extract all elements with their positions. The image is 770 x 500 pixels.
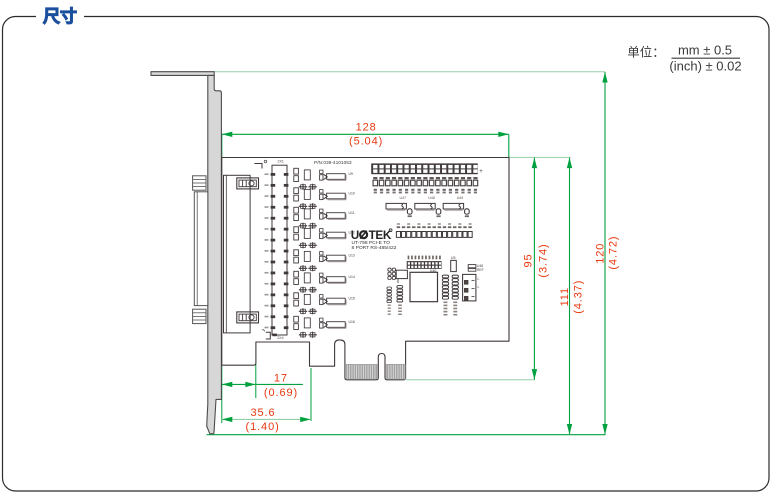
svg-text:95: 95 xyxy=(522,253,534,267)
svg-text:111: 111 xyxy=(559,287,571,306)
svg-text:P/N:039-4101053: P/N:039-4101053 xyxy=(314,160,352,166)
svg-text:(0.69): (0.69) xyxy=(264,387,298,399)
svg-text:8 PORT RS-485/422: 8 PORT RS-485/422 xyxy=(352,245,397,251)
svg-text:U10: U10 xyxy=(349,192,355,196)
svg-text:U5: U5 xyxy=(451,256,456,260)
svg-text:35.6: 35.6 xyxy=(250,407,275,419)
svg-text:+: + xyxy=(479,169,483,175)
svg-text:TEK: TEK xyxy=(369,228,392,242)
svg-text:2X1: 2X1 xyxy=(278,160,284,164)
svg-text:单位：: 单位： xyxy=(627,45,665,60)
svg-text:U15: U15 xyxy=(349,297,355,301)
svg-text:U: U xyxy=(351,228,360,242)
svg-text:(inch) ± 0.02: (inch) ± 0.02 xyxy=(669,59,741,74)
svg-text:17: 17 xyxy=(274,372,288,384)
svg-text:L: L xyxy=(478,277,480,281)
svg-text:U48: U48 xyxy=(428,196,435,200)
svg-text:U11: U11 xyxy=(349,211,355,215)
svg-text:U46: U46 xyxy=(430,269,437,273)
svg-text:128: 128 xyxy=(356,122,377,134)
svg-text:U9: U9 xyxy=(349,172,353,176)
svg-text:U14: U14 xyxy=(349,275,355,279)
svg-text:U12: U12 xyxy=(349,231,355,235)
svg-text:U49: U49 xyxy=(457,196,464,200)
svg-text:mm ± 0.5: mm ± 0.5 xyxy=(678,43,732,58)
svg-text:L: L xyxy=(478,285,480,289)
svg-text:(1.40): (1.40) xyxy=(246,421,280,433)
svg-text:UT-798 PCI-E TO: UT-798 PCI-E TO xyxy=(352,240,391,246)
svg-text:U47: U47 xyxy=(400,196,407,200)
svg-text:(4.72): (4.72) xyxy=(608,236,620,270)
svg-text:REF: REF xyxy=(477,268,484,272)
svg-text:(5.04): (5.04) xyxy=(349,135,383,147)
svg-text:(4.37): (4.37) xyxy=(573,280,585,314)
svg-text:(3.74): (3.74) xyxy=(538,243,550,277)
svg-text:U48: U48 xyxy=(477,264,483,268)
svg-text:2X4: 2X4 xyxy=(277,336,283,340)
svg-text:尺寸: 尺寸 xyxy=(43,6,77,26)
svg-text:U16: U16 xyxy=(349,320,355,324)
svg-text:U13: U13 xyxy=(349,254,355,258)
svg-text:120: 120 xyxy=(594,243,606,264)
